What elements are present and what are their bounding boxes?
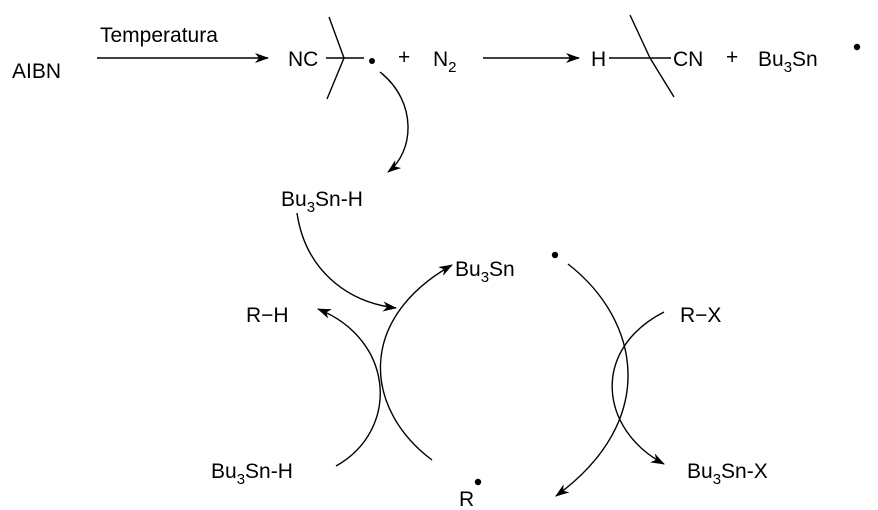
nitrile-label: CN [673,48,703,71]
radical-dot-icon [551,251,559,259]
cyanoisopropyl-radical-skeleton [326,16,364,100]
nc-group-label: NC [288,48,318,71]
halogen-abstraction-arc-arrow [555,263,629,497]
tin-hydride-initiation: Bu3Sn-H [281,188,363,216]
radical-dot-icon [369,58,375,64]
plus-sign-2: + [726,46,738,69]
plus-sign: + [398,46,410,69]
tin-halide-formation-arc-arrow [611,311,665,465]
regeneration-arc-arrow [379,264,453,461]
aibn-label: AIBN [12,60,61,83]
isobutyronitrile-skeleton [609,14,675,98]
hydrogen-label: H [591,48,606,71]
alkane-product-label: R−H [246,304,289,327]
tin-halide-label: Bu3Sn-X [687,460,768,488]
radical-dot-icon [474,478,482,486]
nitrogen-formula: N2 [433,48,457,76]
tin-hydride-cycle: Bu3Sn-H [211,460,293,488]
temperature-condition-label: Temperatura [100,24,218,47]
tributyltin-radical-top: Bu3Sn [758,48,818,76]
tributyltin-radical-cycle: Bu3Sn [455,258,515,286]
tin-hydride-entry-arrow [296,212,397,312]
hydrogen-transfer-arc-arrow [317,308,381,467]
alkyl-halide-label: R−X [680,304,721,327]
radical-dot-icon [853,43,861,51]
alkyl-radical-label: R [459,488,474,510]
hydrogen-abstraction-curved-arrow [379,71,409,173]
